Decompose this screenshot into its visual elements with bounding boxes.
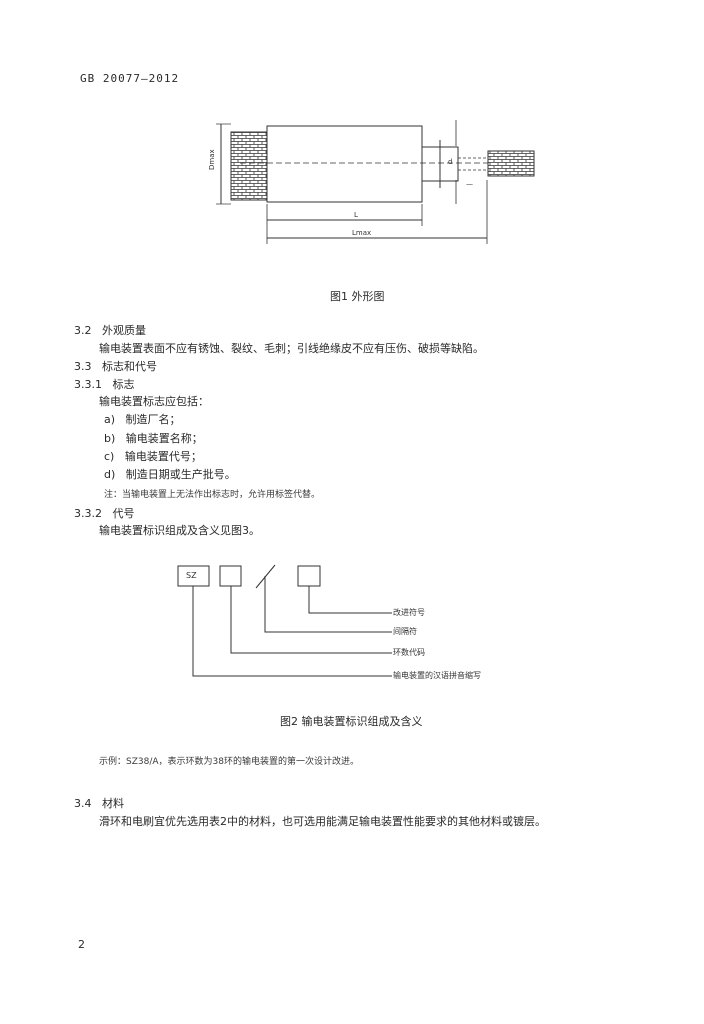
figure1-drawing: Dmax d — L Lmax: [208, 120, 535, 244]
section-number: 3.2: [74, 324, 92, 337]
section-3-3-1-intro: 输电装置标志应包括：: [99, 395, 209, 408]
document-header: GB 20077—2012: [80, 72, 180, 85]
list-item: a) 制造厂名；: [104, 411, 181, 427]
label-ring-count-code: 环数代码: [393, 648, 425, 657]
list-item: c) 输电装置代号；: [104, 448, 202, 464]
label-separator: 间隔符: [393, 627, 417, 636]
body-cylinder: [266, 125, 423, 203]
svg-text:L: L: [354, 211, 358, 219]
list-text: 输电装置代号；: [124, 450, 202, 463]
left-terminal-block: [230, 131, 268, 201]
list-item: b) 输电装置名称；: [104, 430, 203, 446]
section-number: 3.4: [74, 797, 92, 810]
section-3-3-2-text: 输电装置标识组成及含义见图3。: [99, 524, 260, 537]
list-marker: a): [104, 413, 116, 426]
code-box-improvement: [297, 565, 321, 587]
list-marker: c): [104, 450, 115, 463]
section-3-3-2-heading: 3.3.2 代号: [74, 505, 135, 521]
section-number: 3.3.1: [74, 378, 102, 391]
section-3-3-1-note: 注：当输电装置上无法作出标志时，允许用标签代替。: [104, 490, 321, 500]
section-3-3-heading: 3.3 标志和代号: [74, 358, 157, 374]
code-box-sz-label: SZ: [186, 571, 197, 580]
section-number: 3.3.2: [74, 507, 102, 520]
section-3-2-heading: 3.2 外观质量: [74, 322, 146, 338]
example-text: 示例：SZ38/A，表示环数为38环的输电装置的第一次设计改进。: [99, 757, 359, 767]
list-marker: b): [104, 432, 116, 445]
list-marker: d): [104, 468, 116, 481]
label-improvement-symbol: 改进符号: [393, 608, 425, 617]
figure1-caption: 图1 外形图: [330, 290, 385, 303]
list-text: 制造厂名；: [125, 413, 181, 426]
section-title: 外观质量: [102, 324, 146, 337]
svg-text:—: —: [466, 180, 473, 188]
right-leads: [487, 150, 535, 177]
section-3-4-text: 滑环和电刷宜优先选用表2中的材料，也可选用能满足输电装置性能要求的其他材料或镀层…: [99, 815, 546, 828]
label-pinyin-abbreviation: 输电装置的汉语拼音缩写: [393, 671, 481, 680]
page-number: 2: [78, 938, 85, 951]
list-item: d) 制造日期或生产批号。: [104, 466, 236, 482]
section-title: 代号: [112, 507, 135, 520]
section-title: 标志和代号: [102, 360, 157, 373]
svg-text:d: d: [448, 158, 452, 166]
svg-text:Lmax: Lmax: [352, 229, 371, 237]
section-number: 3.3: [74, 360, 92, 373]
list-text: 输电装置名称；: [125, 432, 203, 445]
list-text: 制造日期或生产批号。: [125, 468, 236, 481]
separator-slash: [255, 564, 276, 589]
section-3-4-heading: 3.4 材料: [74, 795, 124, 811]
code-box-ring-count: [219, 565, 242, 587]
section-title: 材料: [102, 797, 124, 810]
svg-text:Dmax: Dmax: [208, 149, 216, 170]
section-title: 标志: [112, 378, 135, 391]
figure2-caption: 图2 输电装置标识组成及含义: [280, 715, 423, 728]
section-3-3-1-heading: 3.3.1 标志: [74, 376, 135, 392]
section-3-2-text: 输电装置表面不应有锈蚀、裂纹、毛刺；引线绝缘皮不应有压伤、破损等缺陷。: [99, 342, 484, 355]
